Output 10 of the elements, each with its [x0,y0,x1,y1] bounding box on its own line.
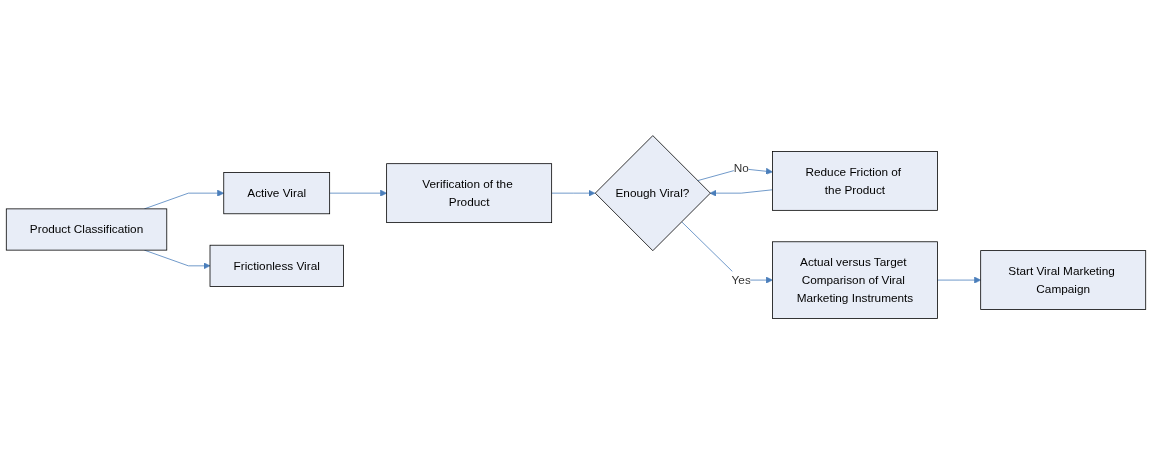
node-box: Actual versus Target Comparison of Viral Marketing Instruments [772,241,938,319]
node-box: Verification of the Product [386,163,553,223]
node-box: Frictionless Viral [209,244,344,287]
node-box: Active Viral [223,172,331,215]
node-box: Start Viral Marketing Campaign [980,250,1147,310]
edge-label: Yes [731,272,751,287]
node-box: Product Classification [5,208,168,251]
edge-label: No [733,161,749,175]
node-box: Reduce Friction of the Product [772,151,938,211]
node-diamond: Enough Viral? [594,135,711,252]
